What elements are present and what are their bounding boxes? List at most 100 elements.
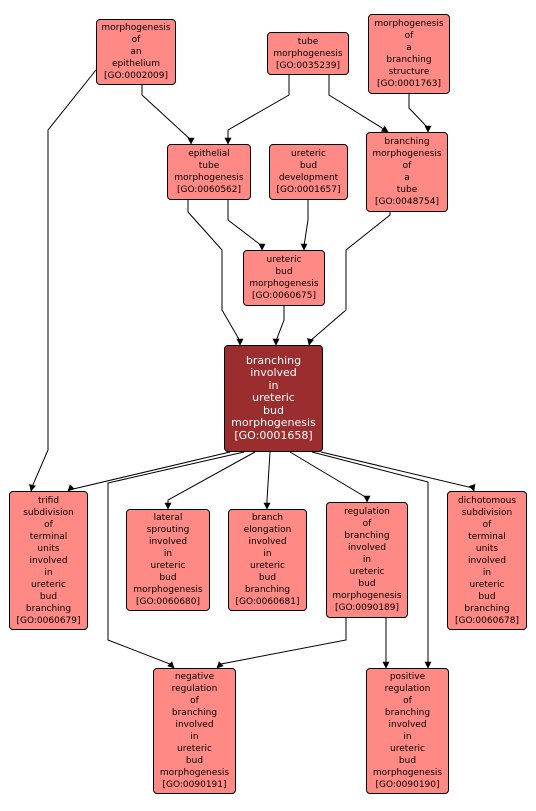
- term-label-line: sprouting: [146, 525, 190, 535]
- term-label-line: units: [475, 543, 499, 554]
- term-label-line: a: [406, 43, 412, 53]
- term-id: [GO:0060680]: [135, 597, 201, 607]
- term-label-line: bud: [275, 267, 293, 277]
- term-label-line: ureteric: [390, 744, 425, 754]
- term-label-line: in: [190, 732, 199, 742]
- term-label-line: bud: [299, 161, 318, 171]
- edge-arrow: [311, 451, 432, 669]
- term-label-line: branching: [344, 531, 390, 541]
- term-label-line: of: [131, 35, 141, 45]
- term-label-line: involved: [347, 543, 387, 553]
- term-label-line: bud: [478, 591, 496, 602]
- term-label-line: morphogenesis: [249, 279, 319, 289]
- term-label-line: of: [44, 519, 53, 530]
- edge-arrow: [227, 200, 266, 251]
- term-label-line: in: [482, 567, 492, 578]
- term-label-line: ureteric: [177, 744, 212, 754]
- term-id: [GO:0048754]: [374, 197, 440, 207]
- term-label-line: bud: [263, 403, 284, 417]
- term-label-line: branching: [386, 55, 432, 65]
- term-label-line: morphogenesis: [101, 23, 171, 33]
- term-label-line: regulation: [171, 684, 218, 694]
- edge-arrow: [272, 306, 285, 346]
- term-label-line: in: [362, 555, 372, 565]
- term-label-line: ureteric: [252, 391, 295, 405]
- term-label-line: in: [268, 378, 279, 392]
- term-label-line: a: [404, 173, 410, 183]
- term-label-line: lateral: [153, 513, 183, 523]
- term-label-line: terminal: [29, 531, 68, 542]
- term-label-line: branching: [171, 708, 218, 718]
- term-label-line: morphogenesis: [332, 591, 402, 601]
- term-label-line: tube: [198, 161, 220, 171]
- term-id: [GO:0001763]: [376, 79, 442, 89]
- term-label-line: subdivision: [23, 507, 74, 518]
- term-label-line: an: [130, 47, 142, 57]
- term-label-line: of: [362, 519, 372, 529]
- term-label-line: of: [482, 519, 492, 530]
- term-label-line: bud: [39, 591, 58, 602]
- term-label-line: elongation: [243, 525, 292, 535]
- term-id: [GO:0001657]: [276, 185, 341, 195]
- term-label-line: ureteric: [250, 561, 285, 571]
- term-label-line: bud: [159, 573, 177, 583]
- term-label-line: branching: [384, 137, 430, 147]
- term-label-line: branching: [384, 708, 431, 718]
- term-id: [GO:0060675]: [251, 291, 317, 301]
- term-label-line: regulation: [344, 507, 390, 517]
- term-label-line: involved: [388, 720, 427, 730]
- term-label-line: branching: [245, 353, 302, 367]
- term-label-line: terminal: [468, 531, 506, 542]
- term-label-line: ureteric: [150, 561, 186, 571]
- term-label-line: bud: [398, 756, 417, 766]
- edge-arrow: [289, 451, 371, 503]
- term-label-line: trifid: [37, 495, 60, 506]
- edge-arrow: [29, 69, 97, 492]
- term-label-line: morphogenesis: [374, 19, 444, 29]
- term-label-line: involved: [148, 537, 188, 547]
- term-label-line: of: [403, 696, 412, 706]
- term-id: [GO:0060562]: [176, 185, 242, 195]
- term-label-line: branching: [25, 603, 72, 614]
- term-id: [GO:0002009]: [103, 71, 169, 81]
- term-label-line: dichotomous: [457, 495, 517, 506]
- term-label-line: negative: [174, 672, 215, 682]
- term-label-line: positive: [389, 672, 426, 682]
- edge-arrow: [263, 451, 271, 510]
- term-label-line: structure: [388, 67, 430, 77]
- term-id: [GO:0060678]: [454, 615, 520, 626]
- term-label-line: ureteric: [349, 567, 385, 577]
- edge-arrow: [141, 85, 195, 145]
- term-label-line: branching: [464, 603, 510, 614]
- term-label-line: morphogenesis: [133, 585, 203, 595]
- term-label-line: involved: [175, 720, 214, 730]
- edge-arrow: [328, 75, 389, 133]
- edge-arrow: [408, 94, 432, 133]
- term-label-line: ureteric: [291, 149, 326, 159]
- term-label-line: morphogenesis: [273, 48, 343, 59]
- term-label-line: tube: [396, 185, 418, 195]
- edge-arrow: [307, 212, 391, 346]
- edge-arrow: [224, 75, 290, 145]
- term-id: [GO:0001658]: [234, 428, 313, 442]
- term-label-line: in: [44, 567, 53, 578]
- term-label-line: bud: [185, 756, 204, 766]
- edge-arrow: [164, 451, 256, 510]
